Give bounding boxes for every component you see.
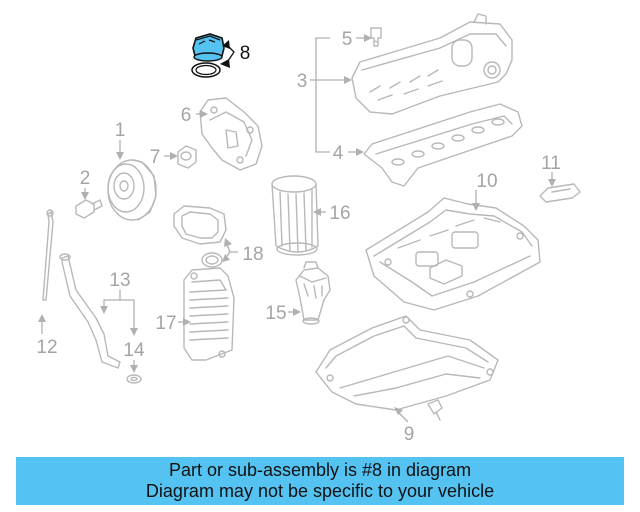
- part-2-bolt[interactable]: [75, 199, 103, 219]
- callout-7-leader: [164, 152, 178, 160]
- callout-2-leader: [81, 188, 89, 200]
- part-4-gasket[interactable]: [363, 103, 523, 187]
- part-12-dipstick[interactable]: [42, 209, 54, 301]
- callout-11[interactable]: 11: [541, 153, 561, 174]
- callout-4[interactable]: 4: [333, 143, 344, 164]
- part-6-housing[interactable]: [199, 97, 263, 171]
- callout-5-leader: [356, 34, 372, 42]
- part-8-oil-cap-seal[interactable]: [191, 62, 221, 78]
- callout-16[interactable]: 16: [329, 203, 350, 224]
- info-banner: Part or sub-assembly is #8 in diagram Di…: [16, 457, 624, 505]
- callout-13-leader: [100, 290, 138, 336]
- part-3-valve-cover[interactable]: [351, 13, 513, 115]
- callout-3-leader: [310, 37, 352, 153]
- parts-diagram: 1 2 3 4 5 6 7 8 9 10 11 12 13 14 15 16 1…: [36, 13, 581, 445]
- banner-line-1: Part or sub-assembly is #8 in diagram: [168, 460, 472, 480]
- callout-13[interactable]: 13: [109, 270, 130, 291]
- callout-16-leader: [313, 208, 326, 216]
- part-13-dipstick-tube[interactable]: [59, 253, 121, 369]
- callout-7[interactable]: 7: [150, 147, 161, 168]
- callout-17[interactable]: 17: [155, 313, 176, 334]
- callout-15[interactable]: 15: [265, 303, 286, 324]
- callout-11-leader: [548, 172, 556, 187]
- callout-10-leader: [472, 190, 480, 211]
- callout-8-leader: [220, 40, 235, 68]
- callout-10[interactable]: 10: [476, 171, 497, 192]
- callout-9[interactable]: 9: [404, 424, 415, 445]
- part-15-filter-housing[interactable]: [295, 261, 331, 325]
- callout-5[interactable]: 5: [342, 29, 353, 50]
- callout-18-leader: [222, 238, 238, 262]
- part-16-filter-element[interactable]: [271, 175, 319, 256]
- callout-14[interactable]: 14: [123, 340, 145, 361]
- callout-17-leader: [178, 318, 191, 326]
- callout-1[interactable]: 1: [115, 120, 126, 141]
- callout-4-leader: [348, 148, 364, 156]
- callout-15-leader: [288, 308, 301, 316]
- callout-3[interactable]: 3: [297, 71, 308, 92]
- part-8-oil-cap[interactable]: [192, 33, 225, 62]
- part-11-sensor[interactable]: [539, 183, 581, 203]
- callout-9-leader: [394, 407, 409, 423]
- callout-12-leader: [38, 314, 46, 334]
- part-14-seal[interactable]: [126, 374, 142, 384]
- banner-line-2: Diagram may not be specific to your vehi…: [145, 481, 495, 501]
- callout-6-leader: [196, 110, 208, 118]
- callout-12[interactable]: 12: [36, 337, 57, 358]
- part-18-gasket[interactable]: [173, 205, 227, 268]
- part-10-upper-oil-pan[interactable]: [365, 197, 541, 311]
- part-7-fitting[interactable]: [177, 145, 197, 169]
- part-9-lower-oil-pan[interactable]: [315, 315, 499, 411]
- callout-1-leader: [116, 140, 124, 160]
- part-1-pulley[interactable]: [107, 159, 157, 221]
- part-9-drain-plug[interactable]: [427, 399, 443, 421]
- part-5-bolt[interactable]: [370, 27, 382, 47]
- callout-6[interactable]: 6: [181, 105, 192, 126]
- callout-14-leader: [130, 360, 138, 373]
- callout-2[interactable]: 2: [80, 168, 91, 189]
- part-17-oil-cooler[interactable]: [183, 267, 235, 361]
- callout-8[interactable]: 8: [240, 43, 251, 64]
- callout-18[interactable]: 18: [242, 244, 263, 265]
